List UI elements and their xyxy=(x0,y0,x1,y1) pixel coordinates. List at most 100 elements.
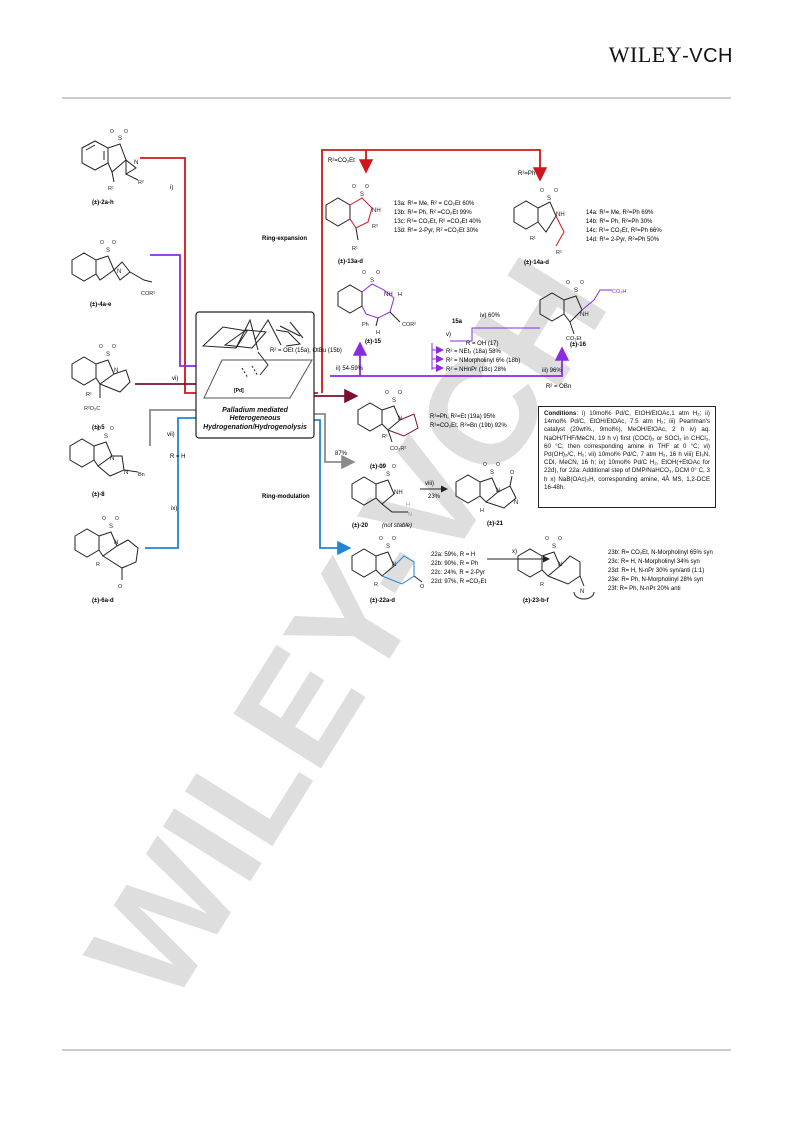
svg-text:N: N xyxy=(110,456,114,462)
svg-text:S: S xyxy=(386,544,390,550)
svg-text:H: H xyxy=(480,508,484,514)
series-19: R¹=Ph, R²=Et (19a) 95% R¹=CO₂Et, R²=Bn (… xyxy=(430,414,507,429)
svg-text:COR²: COR² xyxy=(402,322,416,328)
svg-text:R: R xyxy=(540,582,544,588)
svg-text:22a: 59%, R = H: 22a: 59%, R = H xyxy=(431,552,475,558)
svg-text:R¹: R¹ xyxy=(108,186,114,192)
svg-text:H: H xyxy=(398,292,402,298)
conditions-text: : i) 10mol% Pd/C, EtOH/EtOAc,1 atm H₂; i… xyxy=(544,410,710,491)
label-15a: 15a xyxy=(452,319,463,325)
svg-text:O: O xyxy=(420,584,425,590)
molecule-23: S O O N R N xyxy=(517,536,595,600)
catalyst-surface-drawing xyxy=(201,318,313,399)
svg-text:14d: R¹= 2-Pyr, R²=Ph 50%: 14d: R¹= 2-Pyr, R²=Ph 50% xyxy=(586,237,660,243)
label-r-oh: R = OH (17) xyxy=(466,341,499,347)
svg-text:R¹: R¹ xyxy=(86,392,92,398)
svg-text:R²: R² xyxy=(372,224,378,230)
label-4a: (±)-4a-e xyxy=(90,302,112,308)
svg-text:COR²: COR² xyxy=(141,291,155,297)
molecule-15: S O O NH H Ph H COR² xyxy=(337,270,416,336)
svg-text:O: O xyxy=(115,516,119,522)
svg-text:O: O xyxy=(352,184,356,190)
hub-pd: [Pd] xyxy=(234,388,244,394)
svg-text:23c: R= H, N-Morpholinyl 34% s: 23c: R= H, N-Morpholinyl 34% syn xyxy=(608,559,700,565)
svg-text:N: N xyxy=(114,540,118,546)
label-21: (±)-21 xyxy=(487,521,504,527)
label-r-nhpr: R² = NHnPr (18c) 28% xyxy=(446,367,507,373)
svg-text:14a: R¹= Me, R²=Ph 69%: 14a: R¹= Me, R²=Ph 69% xyxy=(586,210,654,216)
label-23: (±)-23-b-f xyxy=(523,598,550,604)
svg-text:13c: R¹= CO₂Et, R² =CO₂Et 40%: 13c: R¹= CO₂Et, R² =CO₂Et 40% xyxy=(394,219,482,225)
svg-text:22b: 90%, R = Ph: 22b: 90%, R = Ph xyxy=(431,561,478,567)
svg-text:14c: R¹= CO₂Et, R²=Ph 66%: 14c: R¹= CO₂Et, R²=Ph 66% xyxy=(586,228,662,234)
svg-text:N: N xyxy=(114,368,118,374)
label-87: 87% xyxy=(335,451,348,457)
arrow-purple-main xyxy=(330,346,570,377)
svg-text:O: O xyxy=(510,470,515,476)
svg-text:O: O xyxy=(566,280,570,286)
svg-text:R: R xyxy=(374,582,378,588)
molecule-21: S O O N O N H xyxy=(455,462,518,514)
svg-text:S: S xyxy=(547,196,551,202)
svg-text:CO₂H: CO₂H xyxy=(612,289,626,295)
svg-text:O: O xyxy=(99,344,103,350)
svg-text:S: S xyxy=(104,434,108,440)
note-r-h: R = H xyxy=(170,454,186,460)
molecule-4a: S O O N COR² xyxy=(71,240,155,297)
label-13: (±)-13a-d xyxy=(338,259,363,265)
svg-text:R¹: R¹ xyxy=(382,434,388,440)
svg-text:S: S xyxy=(552,544,556,550)
label-r2-co2et: R²=CO₂Et xyxy=(328,158,355,164)
svg-text:O: O xyxy=(362,270,366,276)
svg-text:N: N xyxy=(496,488,500,494)
svg-text:S: S xyxy=(118,136,122,142)
svg-text:O: O xyxy=(102,516,106,522)
label-6a: (±)-6a-d xyxy=(92,598,114,604)
svg-text:O: O xyxy=(110,426,114,432)
label-viii: viii) xyxy=(425,481,434,487)
molecule-13: S O O NH R² R¹ xyxy=(325,184,381,252)
svg-text:23f: R= Ph, N-nPr 20% anti: 23f: R= Ph, N-nPr 20% anti xyxy=(608,586,681,592)
molecule-14: S O O NH R¹ R² xyxy=(513,188,565,256)
publisher-logo: WILEY-VCH xyxy=(608,42,733,67)
svg-text:O: O xyxy=(545,536,549,542)
svg-text:O: O xyxy=(118,584,123,590)
label-14: (±)-14a-d xyxy=(524,260,549,266)
svg-text:N: N xyxy=(117,269,121,275)
molecule-2a: S O O N R¹ R² xyxy=(81,129,144,192)
label-ii-yield: ii) 54-59% xyxy=(336,366,364,372)
svg-text:13b: R¹= Ph, R² =CO₂Et 99%: 13b: R¹= Ph, R² =CO₂Et 99% xyxy=(394,210,472,216)
svg-text:O: O xyxy=(379,536,383,542)
molecule-22: S O O N R O xyxy=(351,536,425,590)
label-23pct: 23% xyxy=(428,494,441,500)
hub-line-1: Palladium mediated xyxy=(222,407,288,414)
hub-line-2: Heterogeneous xyxy=(229,415,281,423)
svg-text:13a: R¹= Me, R² = CO₂Et 60%: 13a: R¹= Me, R² = CO₂Et 60% xyxy=(394,201,475,207)
svg-text:O: O xyxy=(379,464,383,470)
label-iii-yield: iii) 96% xyxy=(542,368,562,374)
label-5: (±)-5 xyxy=(92,425,105,431)
svg-text:R²O₂C: R²O₂C xyxy=(84,406,100,412)
hub-box xyxy=(195,311,315,439)
svg-text:R: R xyxy=(96,562,100,568)
svg-text:O: O xyxy=(112,240,116,246)
svg-text:S: S xyxy=(106,248,110,254)
svg-text:O: O xyxy=(392,464,396,470)
label-ring-modulation: Ring-modulation xyxy=(262,494,310,500)
label-r-net2: R² = NEt₂ (18a) 58% xyxy=(446,349,502,355)
svg-text:O: O xyxy=(376,270,380,276)
svg-text:Bn: Bn xyxy=(138,472,145,478)
svg-text:NH: NH xyxy=(580,312,589,318)
reagent-vii: vii) xyxy=(167,432,175,438)
svg-text:O: O xyxy=(112,344,116,350)
svg-text:13d: R¹= 2-Pyr, R² =CO₂Et 30%: 13d: R¹= 2-Pyr, R² =CO₂Et 30% xyxy=(394,228,479,234)
svg-text:S: S xyxy=(392,398,396,404)
svg-text:O: O xyxy=(580,280,584,286)
label-r-morph: R² = NMorpholinyl 6% (18b) xyxy=(446,358,520,364)
svg-text:H: H xyxy=(376,330,380,336)
svg-text:S: S xyxy=(574,288,578,294)
label-v: v) xyxy=(446,332,451,338)
label-x: x) xyxy=(512,549,517,555)
arrow-blue-6 xyxy=(145,417,200,549)
